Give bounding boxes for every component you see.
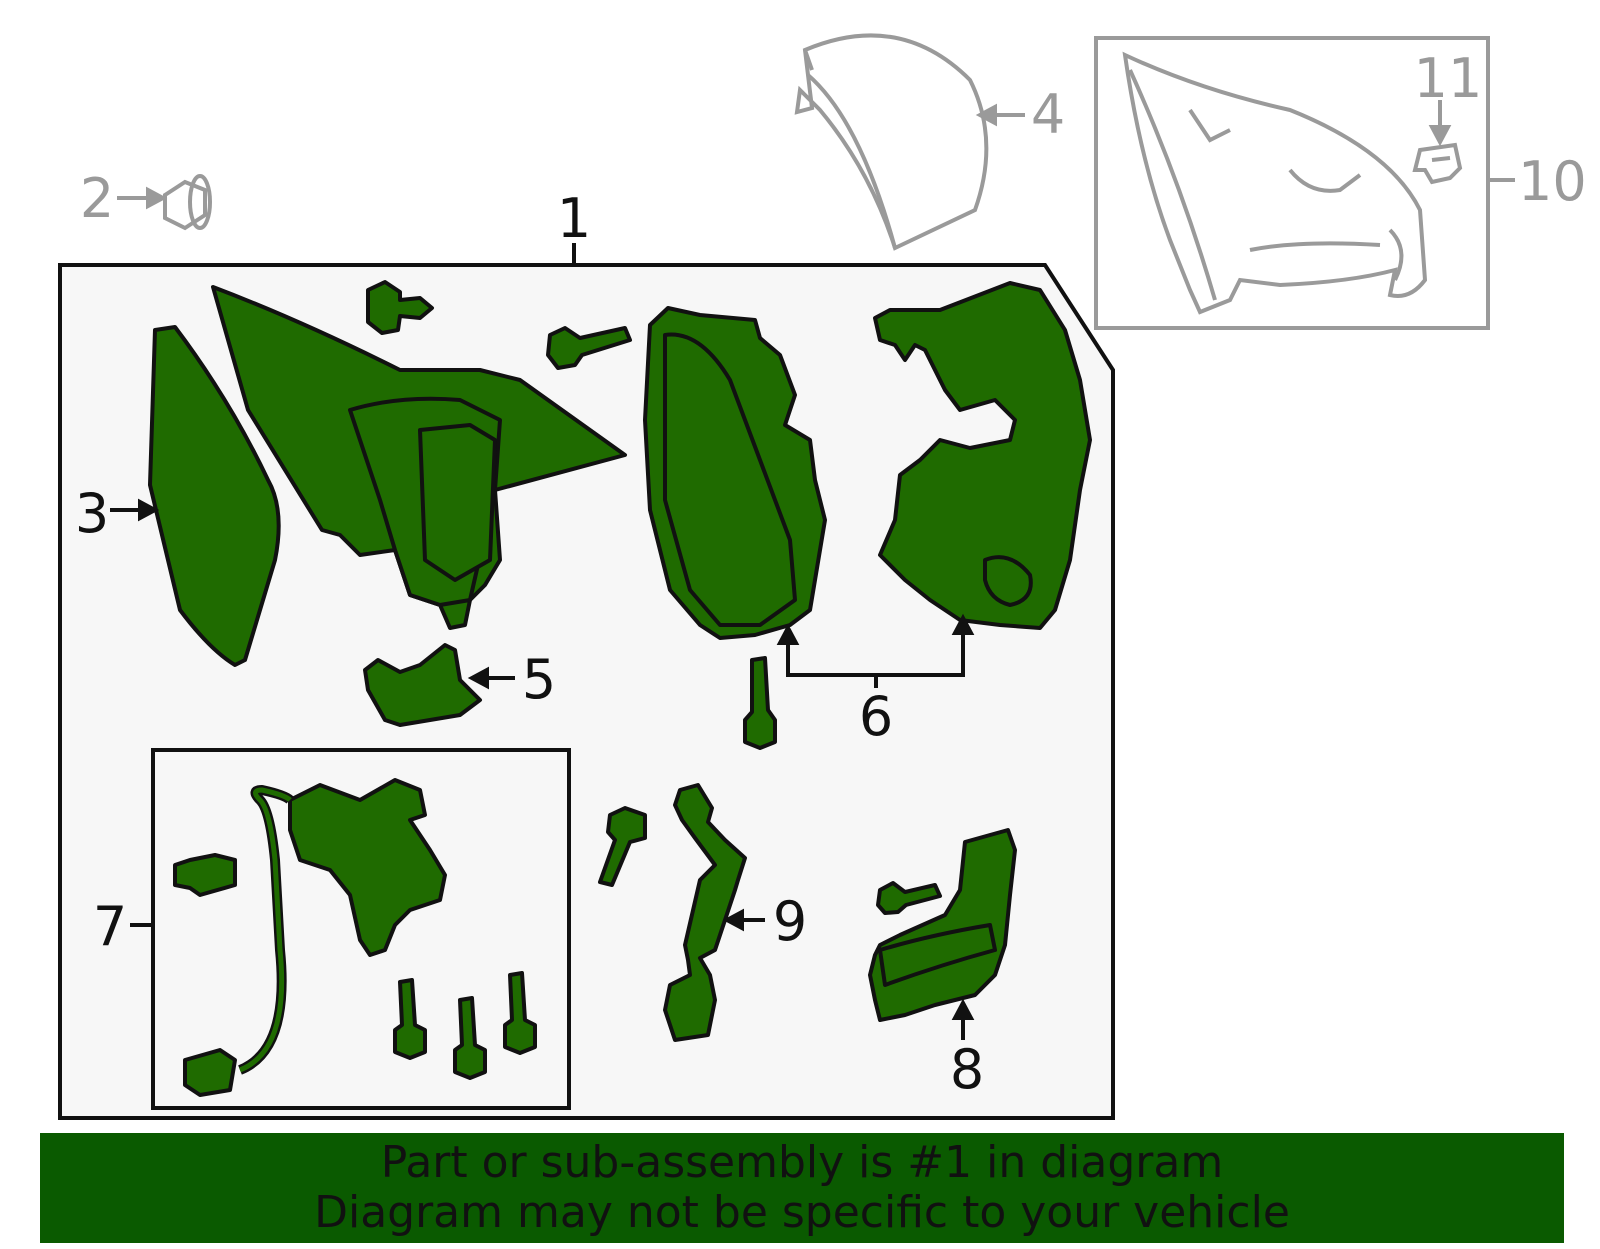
callout-9: 9 [773,890,807,953]
part-10-mirror-base-cover [1094,36,1490,330]
harness-connector [183,1048,237,1097]
part-3-mirror-glass [148,325,281,667]
callout-8: 8 [950,1038,984,1101]
actuator-gear [418,423,497,582]
part-9-sensor [663,783,747,1042]
part-screw-8 [876,881,942,915]
sub-assembly-box-7 [151,748,571,1110]
housing-rear-detail [983,555,1033,607]
housing-inner-rim [663,332,797,627]
part-2-nut [163,174,212,231]
ghost-leaders [117,100,1515,210]
harness-wire-core [239,787,292,1073]
part-11-clip [1412,142,1463,185]
harness-bracket [288,778,447,957]
callout-6: 6 [859,685,893,748]
callout-4: 4 [1031,83,1065,146]
part-4-mirror-cover [794,33,989,251]
part-5-bracket [363,643,482,727]
info-banner: Part or sub-assembly is #1 in diagram Di… [40,1133,1564,1243]
part-bolt-a [393,978,427,1060]
banner-line-2: Diagram may not be specific to your vehi… [314,1187,1290,1238]
leaders [110,498,975,1040]
part-screw-top [366,280,434,335]
part-bolt-center [743,656,777,750]
callout-10: 10 [1518,150,1587,213]
part-screw-middle [546,326,632,370]
part-bolt-c [503,971,537,1055]
banner-line-1: Part or sub-assembly is #1 in diagram [380,1137,1224,1188]
callout-1: 1 [557,187,591,250]
callout-3: 3 [75,482,109,545]
callout-5: 5 [522,648,556,711]
turn-signal-lens [878,923,997,987]
part-6-housing-front [643,306,827,640]
callout-11: 11 [1414,47,1483,110]
callout-2: 2 [80,167,114,230]
part-bolt-b [453,996,487,1080]
callout-7: 7 [93,895,127,958]
part-6-housing-rear [873,281,1092,630]
part-bolt-9 [598,806,647,887]
part-7-wiring-harness [173,853,237,897]
